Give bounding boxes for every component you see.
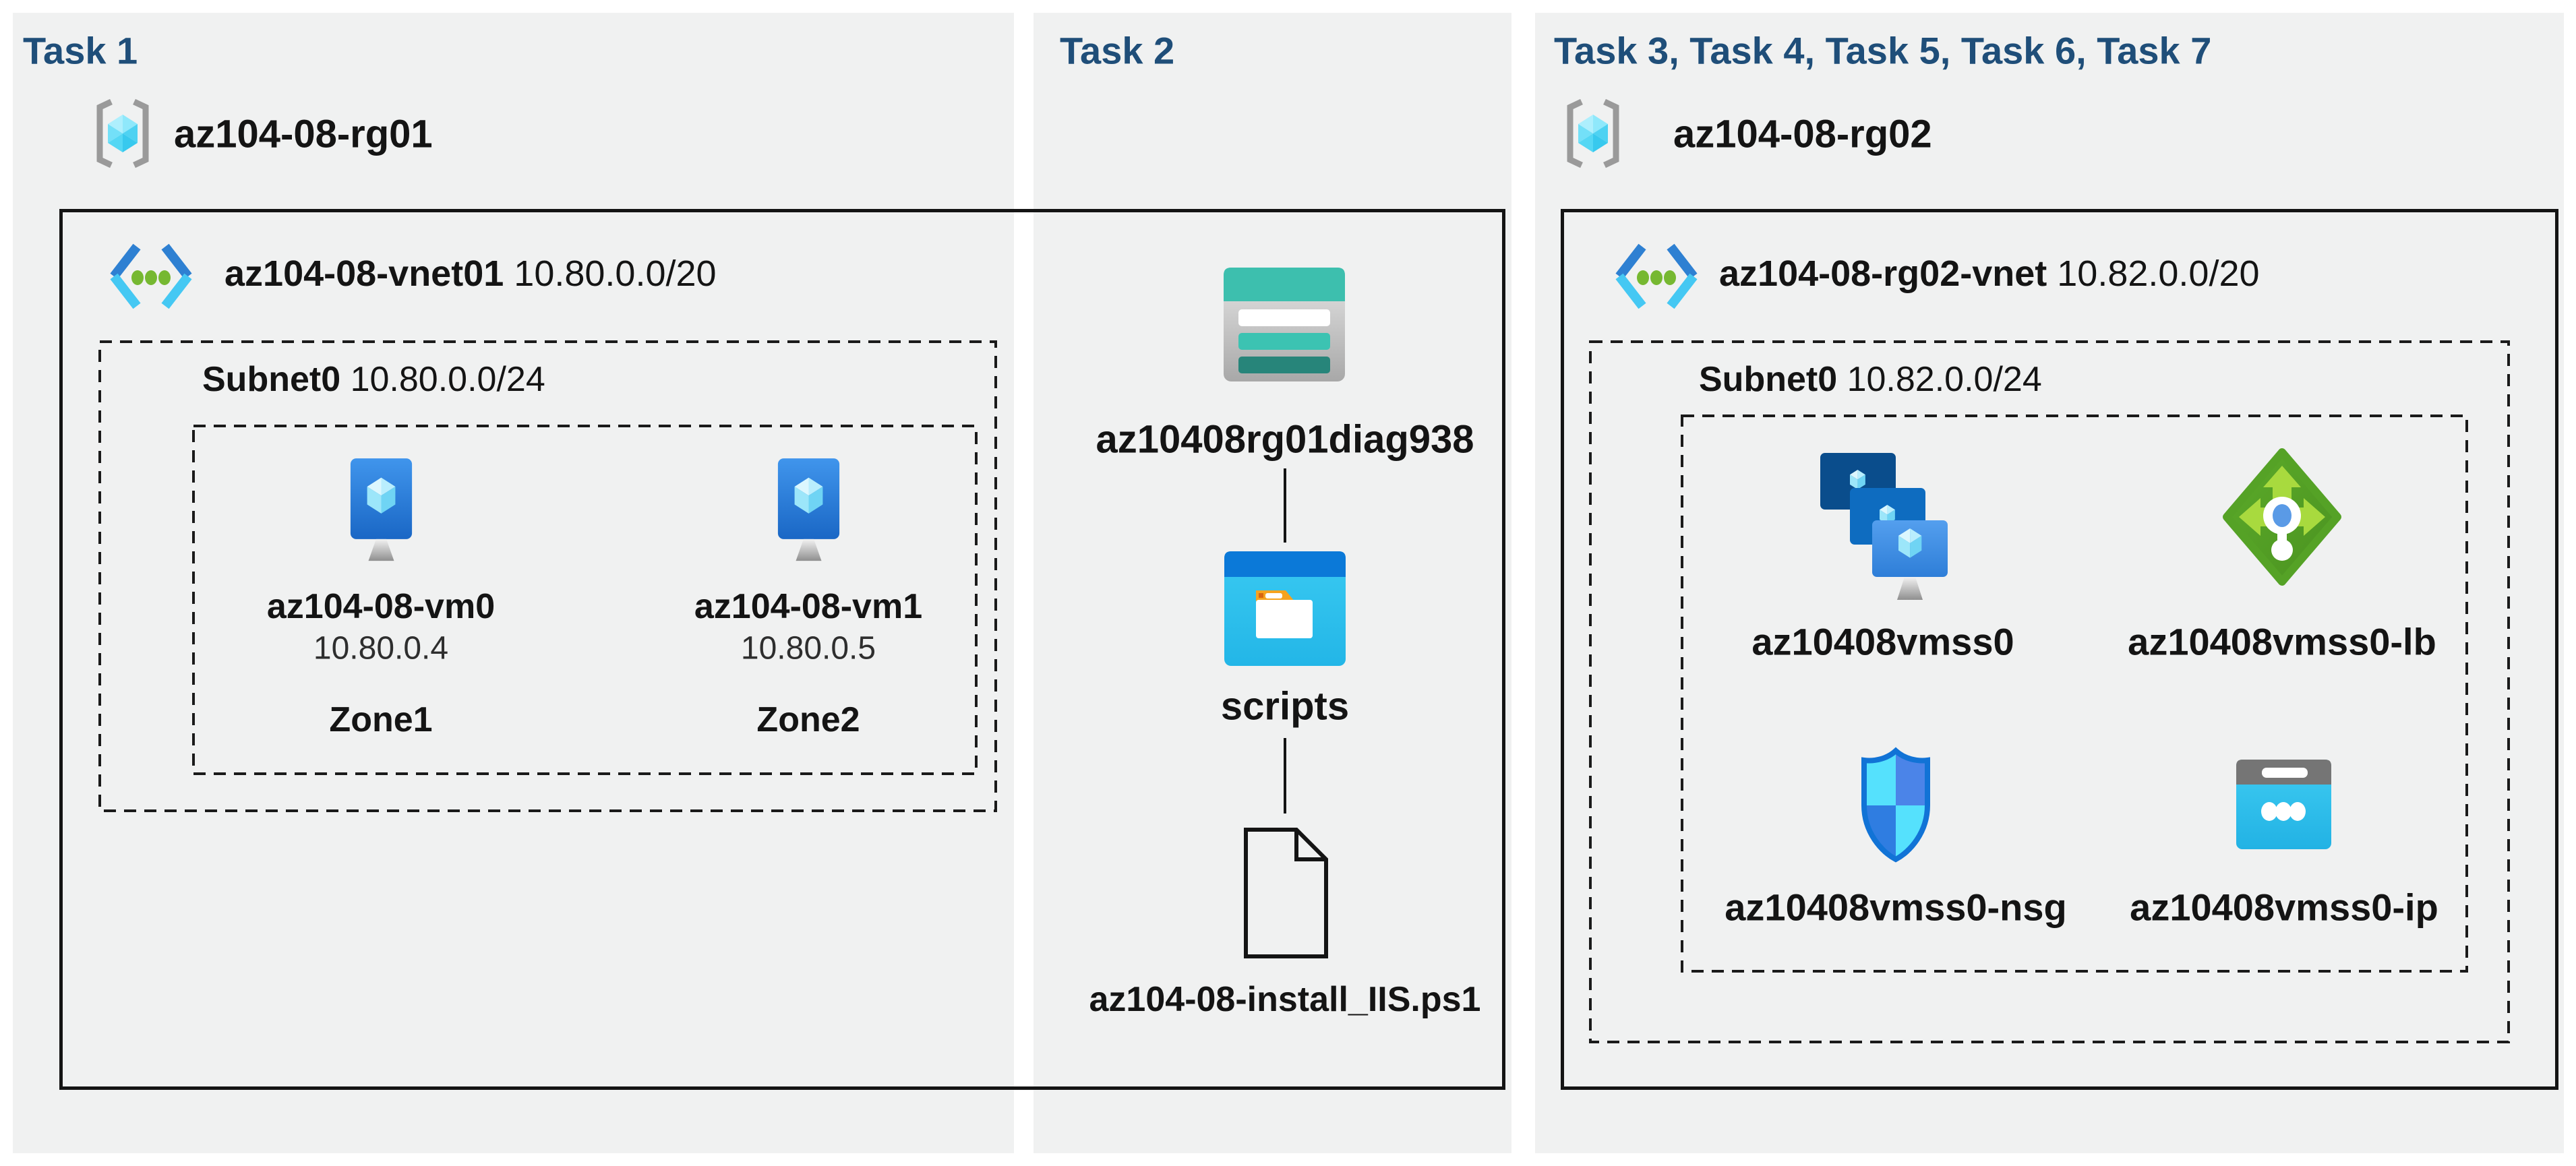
subnet1-cidr: 10.80.0.0/24 [350, 360, 545, 399]
virtual-network-icon [1611, 241, 1702, 311]
vmss-group-dashed-box [1681, 415, 2468, 973]
vm-scale-set-icon [1820, 453, 1948, 600]
public-ip-label: az10408vmss0-ip [2130, 886, 2438, 929]
rg1-label: az104-08-rg01 [174, 112, 433, 156]
subnet1-dashed-box [98, 340, 997, 812]
connector-storage-folder [1284, 468, 1286, 543]
vm1-zone: Zone2 [756, 700, 860, 739]
task1-title: Task 1 [23, 29, 138, 72]
public-ip-icon [2236, 760, 2331, 849]
storage-account-label: az10408rg01diag938 [1096, 417, 1474, 462]
subnet2-label: Subnet0 10.82.0.0/24 [1699, 359, 2042, 400]
resource-group-icon [94, 98, 152, 168]
vnet2-cidr: 10.82.0.0/20 [2057, 253, 2260, 294]
nsg-shield-icon [1861, 747, 1930, 863]
vnet1-cidr: 10.80.0.0/20 [514, 253, 717, 294]
panel-task1 [13, 13, 1014, 1153]
folder-label: scripts [1220, 684, 1350, 729]
rg2-label: az104-08-rg02 [1673, 112, 1932, 156]
storage-account-icon [1224, 268, 1345, 381]
vm0-ip: 10.80.0.4 [313, 630, 449, 667]
vm1-ip: 10.80.0.5 [740, 630, 876, 667]
subnet2-name: Subnet0 [1699, 360, 1838, 399]
vmss-label: az10408vmss0 [1751, 620, 2014, 663]
vm0-zone: Zone1 [329, 700, 433, 739]
virtual-network-icon [106, 241, 196, 311]
rg2-boundary-box [1561, 209, 2558, 1090]
vnet1-label: az104-08-vnet01 10.80.0.0/20 [224, 253, 717, 295]
nsg-label: az10408vmss0-nsg [1725, 886, 2067, 929]
task3-title: Task 3, Task 4, Task 5, Task 6, Task 7 [1554, 29, 2212, 72]
folder-icon [1224, 551, 1346, 666]
subnet1-label: Subnet0 10.80.0.0/24 [202, 359, 545, 400]
virtual-machine-icon [349, 457, 413, 566]
vnet1-name: az104-08-vnet01 [224, 253, 504, 294]
rg1-boundary-box [59, 209, 1505, 1090]
task2-title: Task 2 [1060, 29, 1175, 72]
virtual-machine-icon [777, 457, 841, 566]
subnet1-name: Subnet0 [202, 360, 341, 399]
vm-zones-dashed-box [192, 425, 978, 775]
load-balancer-label: az10408vmss0-lb [2128, 620, 2436, 663]
vm0-name: az104-08-vm0 [266, 587, 496, 626]
vm1-name: az104-08-vm1 [694, 587, 923, 626]
file-icon [1244, 828, 1328, 958]
connector-folder-file [1284, 738, 1286, 814]
panel-task3 [1535, 13, 2564, 1153]
subnet2-cidr: 10.82.0.0/24 [1847, 360, 2042, 399]
resource-group-icon [1564, 98, 1622, 168]
vnet2-name: az104-08-rg02-vnet [1719, 253, 2047, 294]
vnet2-label: az104-08-rg02-vnet 10.82.0.0/20 [1719, 253, 2260, 295]
load-balancer-icon [2223, 448, 2341, 586]
file-label: az104-08-install_IIS.ps1 [1089, 980, 1481, 1019]
